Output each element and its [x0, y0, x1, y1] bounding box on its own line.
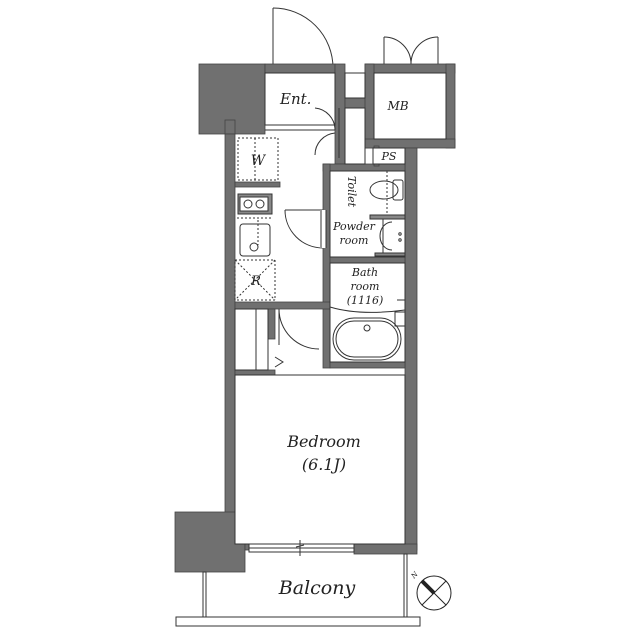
label-refrigerator: R: [250, 274, 261, 289]
refrigerator-space: [234, 259, 276, 301]
label-bedroom-line1: Bedroom: [286, 432, 361, 451]
washer-space: [237, 137, 279, 181]
balcony-railing: [175, 553, 421, 627]
hall-door: [314, 107, 336, 156]
label-powder-room-line2: room: [340, 234, 369, 247]
bathroom: [329, 262, 406, 363]
compass-icon: [416, 575, 452, 611]
label-bathroom-line1: Bath: [351, 266, 378, 279]
label-bedroom-line2: (6.1J): [302, 455, 346, 474]
walls: [174, 63, 456, 573]
closet: [234, 308, 284, 371]
meter-box-doors: [383, 36, 439, 65]
entrance-door: [272, 7, 334, 73]
interior-doors: [278, 209, 327, 350]
compass-north-label: N: [409, 570, 420, 581]
bedroom: [234, 374, 406, 545]
stove: [237, 193, 273, 215]
bathtub: [329, 299, 406, 361]
label-meter-box: MB: [386, 99, 408, 113]
powder-basin: [369, 214, 406, 257]
label-powder-room-line1: Powder: [332, 220, 376, 233]
sink: [237, 217, 272, 257]
balcony-window: [248, 540, 355, 556]
label-balcony: Balcony: [278, 577, 356, 599]
label-entrance: Ent.: [279, 90, 311, 108]
label-pipe-space: PS: [381, 150, 397, 163]
label-washer: W: [251, 153, 267, 169]
pipe-space: [372, 147, 406, 165]
entrance-outline: [264, 72, 447, 165]
label-bathroom-line2: room: [351, 280, 380, 293]
label-toilet: Toilet: [345, 176, 358, 208]
label-bathroom-line3: (1116): [347, 294, 384, 307]
